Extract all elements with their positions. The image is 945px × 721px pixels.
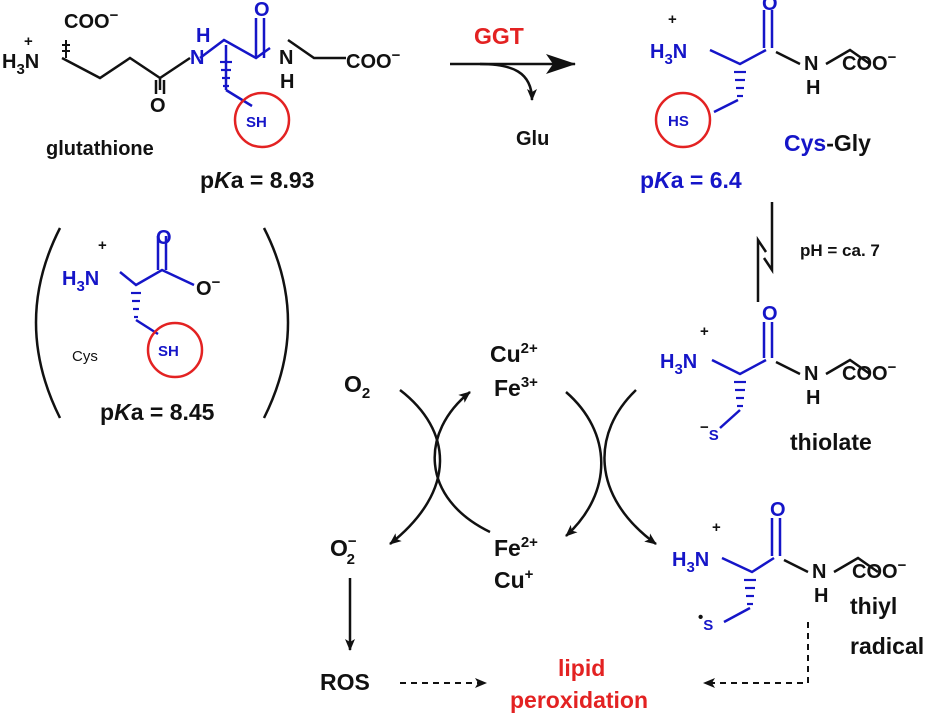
gsh-gly-coo: COO− bbox=[346, 47, 401, 73]
gsh-amide-h: H bbox=[196, 25, 210, 47]
cys-label: Cys bbox=[72, 348, 98, 365]
thiyl-radical-structure: H3N + O N H COO− •S bbox=[672, 499, 907, 634]
fe2-label: Fe2+ bbox=[494, 534, 538, 561]
gsh-nh3-text: H3N bbox=[2, 51, 39, 78]
thiolate-label: thiolate bbox=[790, 429, 872, 455]
cysgly-pka: pKa = 6.4 bbox=[640, 167, 742, 193]
cys-structure: H3N + O O− SH bbox=[34, 227, 290, 419]
glutathione-label: glutathione bbox=[46, 138, 154, 160]
o2-label: O2 bbox=[344, 371, 370, 402]
redox-cycle-arrows bbox=[389, 389, 657, 546]
thiyl-coo: COO− bbox=[852, 557, 907, 583]
ph-label: pH = ca. 7 bbox=[800, 241, 880, 260]
cysgly-n: N bbox=[804, 53, 818, 75]
cysgly-nh3: H3N bbox=[650, 41, 687, 68]
cu2-label: Cu2+ bbox=[490, 340, 538, 367]
gsh-gly-h: H bbox=[280, 71, 294, 93]
thiolate-plus: + bbox=[700, 323, 709, 340]
fe3-label: Fe3+ bbox=[494, 374, 538, 401]
thiyl-o: O bbox=[770, 499, 786, 521]
glutathione-pka: pKa = 8.93 bbox=[200, 167, 314, 193]
ggt-label: GGT bbox=[474, 23, 524, 49]
superoxide-label: O−2 bbox=[330, 533, 357, 568]
cys-sh: SH bbox=[158, 343, 179, 360]
cysgly-o: O bbox=[762, 0, 778, 15]
gsh-sh-highlight-circle bbox=[233, 91, 291, 149]
cysgly-hs-highlight-circle bbox=[654, 91, 712, 149]
cys-pka: pKa = 8.45 bbox=[100, 399, 215, 425]
glutathione-structure: COO− H3N + O N H O N H COO− SH bbox=[2, 0, 401, 149]
cys-plus: + bbox=[98, 237, 107, 254]
thiolate-coo: COO− bbox=[842, 359, 897, 385]
cys-ominus: O− bbox=[196, 274, 221, 300]
cys-sh-highlight-circle bbox=[146, 321, 204, 379]
gsh-nh3-plus: + bbox=[24, 33, 33, 50]
ros-label: ROS bbox=[320, 669, 370, 695]
thiolate-h: H bbox=[806, 387, 820, 409]
cu1-label: Cu+ bbox=[494, 566, 534, 593]
thiolate-n: N bbox=[804, 363, 818, 385]
cysgly-plus: + bbox=[668, 11, 677, 28]
thiyl-s: •S bbox=[698, 609, 713, 634]
thiolate-structure: H3N + O N H COO− −S bbox=[660, 303, 897, 444]
cysgly-h: H bbox=[806, 77, 820, 99]
cysgly-coo: COO− bbox=[842, 49, 897, 75]
cysgly-hs: HS bbox=[668, 113, 689, 130]
gsh-carbonyl-o: O bbox=[150, 95, 166, 117]
gsh-cys-o: O bbox=[254, 0, 270, 21]
thiolate-o: O bbox=[762, 303, 778, 325]
thiyl-nh3: H3N bbox=[672, 549, 709, 576]
thiolate-nh3: H3N bbox=[660, 351, 697, 378]
radical-label: radical bbox=[850, 633, 924, 659]
thiyl-to-lipid-arrow bbox=[703, 622, 809, 688]
thiyl-plus: + bbox=[712, 519, 721, 536]
thiyl-n: N bbox=[812, 561, 826, 583]
thiyl-label: thiyl bbox=[850, 593, 897, 619]
equilibrium-arrows bbox=[756, 202, 774, 302]
cysgly-structure: H3N + O N H COO− HS bbox=[650, 0, 897, 149]
lipid-label: lipid bbox=[558, 655, 605, 681]
peroxidation-label: peroxidation bbox=[510, 687, 648, 713]
cys-nh3: H3N bbox=[62, 268, 99, 295]
gsh-amide-n: N bbox=[190, 47, 204, 69]
gsh-coo-text: COO− bbox=[64, 7, 119, 33]
thiolate-s: −S bbox=[700, 419, 719, 444]
ggt-arrow bbox=[450, 54, 576, 101]
cys-o: O bbox=[156, 227, 172, 249]
thiyl-h: H bbox=[814, 585, 828, 607]
cysgly-label: Cys-Gly bbox=[784, 130, 871, 156]
gsh-sh: SH bbox=[246, 114, 267, 131]
gsh-gly-n: N bbox=[279, 47, 293, 69]
glu-label: Glu bbox=[516, 128, 549, 150]
